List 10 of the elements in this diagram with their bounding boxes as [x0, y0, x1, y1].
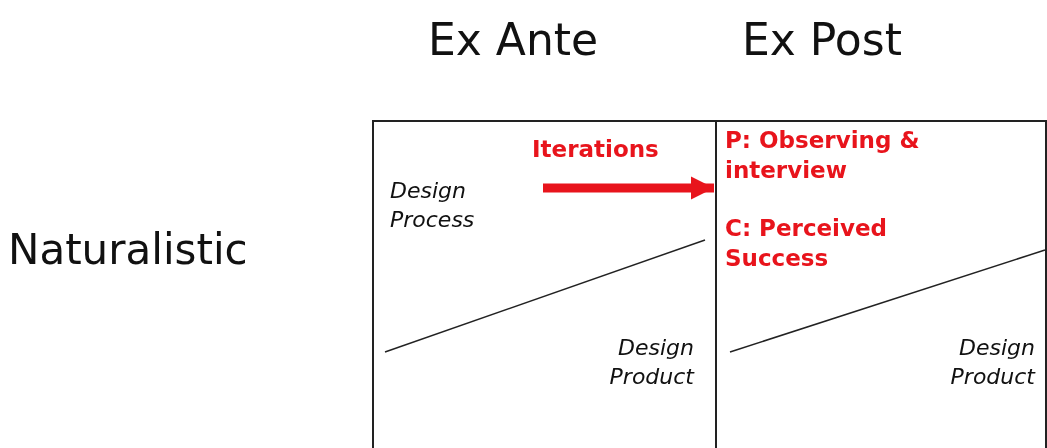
heading: Ex Post: [742, 14, 902, 65]
cell-text: Design Product: [949, 334, 1035, 391]
cell-text: P: Observing & interview: [725, 126, 921, 185]
arrow: [543, 176, 714, 200]
heading: Naturalistic: [8, 225, 248, 274]
heading: Ex Ante: [428, 14, 599, 65]
cell-text: Design Product: [608, 334, 694, 391]
cell-text: Design Process: [390, 177, 476, 234]
grid-cell: [715, 120, 1047, 448]
cell-text: C: Perceived Success: [725, 214, 889, 273]
